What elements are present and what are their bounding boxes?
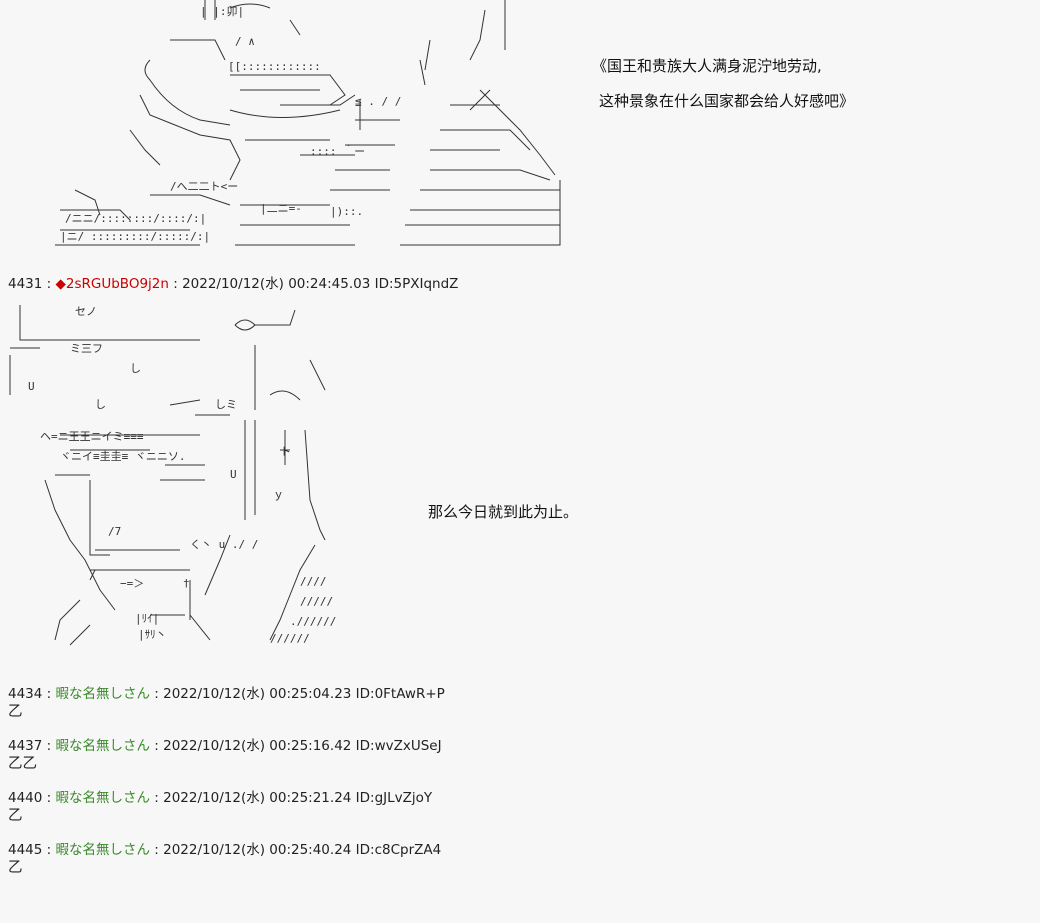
reply-number[interactable]: 4440	[8, 790, 43, 806]
svg-text:U: U	[230, 468, 237, 481]
reply-name: 暇な名無しさん	[55, 790, 151, 806]
svg-text:しミ: しミ	[215, 398, 237, 411]
reply-header: 4434 : 暇な名無しさん : 2022/10/12(水) 00:25:04.…	[8, 686, 445, 702]
svg-text:ミ三フ: ミ三フ	[70, 342, 103, 355]
svg-text://///: /////	[300, 595, 333, 608]
svg-text:ヘ=ニ王王ニイミ≡≡≡: ヘ=ニ王王ニイミ≡≡≡	[40, 430, 144, 443]
svg-text:/ ∧: / ∧	[235, 35, 255, 48]
main-post-header: 4431 : ◆2sRGUbBO9j2n : 2022/10/12(水) 00:…	[8, 272, 458, 292]
reply-name: 暇な名無しさん	[55, 738, 151, 754]
svg-text:|ニ/ :::::::::/:::::/:|: |ニ/ :::::::::/:::::/:|	[60, 230, 210, 243]
top-caption-line2: 这种景象在什么国家都会给人好感吧》	[599, 92, 855, 110]
reply-4437: 4437 : 暇な名無しさん : 2022/10/12(水) 00:25:16.…	[0, 734, 600, 786]
svg-text:ト: ト	[280, 445, 291, 458]
reply-body: 乙乙	[8, 756, 37, 772]
svg-text:ヾニイ≡圭圭≡ ヾニニソ.: ヾニイ≡圭圭≡ ヾニニソ.	[60, 450, 186, 463]
svg-text:/へ二二ト<ー: /へ二二ト<ー	[170, 180, 238, 193]
reply-4440: 4440 : 暇な名無しさん : 2022/10/12(水) 00:25:21.…	[0, 786, 600, 838]
reply-4434: 4434 : 暇な名無しさん : 2022/10/12(水) 00:25:04.…	[0, 682, 600, 734]
svg-text:し: し	[130, 362, 141, 375]
svg-text:U: U	[28, 380, 35, 393]
reply-meta: : 2022/10/12(水) 00:25:04.23 ID:0FtAwR+P	[150, 686, 445, 702]
reply-body: 乙	[8, 704, 23, 720]
reply-4445: 4445 : 暇な名無しさん : 2022/10/12(水) 00:25:40.…	[0, 838, 600, 890]
ascii-art-king-and-nobles: | |:卯| / ∧ [[:::::::::::: ≦ . / / /へ二二ト<…	[0, 0, 580, 260]
svg-text:|二ニ=-: |二ニ=-	[260, 202, 302, 215]
reply-name: 暇な名無しさん	[55, 686, 151, 702]
reply-number[interactable]: 4437	[8, 738, 43, 754]
svg-text:/ニニ/::::::::/::::/:|: /ニニ/::::::::/::::/:|	[65, 212, 206, 225]
svg-text:く丶 u ./ /: く丶 u ./ /	[190, 538, 258, 551]
svg-text:/7: /7	[108, 525, 121, 538]
reply-body: 乙	[8, 860, 23, 876]
svg-text:ｙ: ｙ	[273, 488, 284, 501]
reply-header: 4440 : 暇な名無しさん : 2022/10/12(水) 00:25:21.…	[8, 790, 433, 806]
reply-header: 4445 : 暇な名無しさん : 2022/10/12(水) 00:25:40.…	[8, 842, 442, 858]
reply-header: 4437 : 暇な名無しさん : 2022/10/12(水) 00:25:16.…	[8, 738, 442, 754]
svg-text:////: ////	[300, 575, 327, 588]
reply-number[interactable]: 4434	[8, 686, 43, 702]
reply-name: 暇な名無しさん	[55, 842, 151, 858]
svg-text:†: †	[183, 577, 190, 590]
reply-meta: : 2022/10/12(水) 00:25:21.24 ID:gJLvZjoY	[150, 790, 433, 806]
ascii-art-character: セノ ミ三フ し U し ヘ=ニ王王ニイミ≡≡≡ ヾニイ≡圭圭≡ ヾニニソ. し…	[0, 300, 340, 650]
reply-meta: : 2022/10/12(水) 00:25:16.42 ID:wvZxUSeJ	[150, 738, 442, 754]
svg-text:|)::.: |)::.	[330, 205, 363, 218]
post-trip: ◆2sRGUbBO9j2n	[55, 276, 169, 292]
reply-body: 乙	[8, 808, 23, 824]
svg-text:.//////: .//////	[290, 615, 336, 628]
reply-meta: : 2022/10/12(水) 00:25:40.24 ID:c8CprZA4	[150, 842, 442, 858]
svg-text:|ﾘｲ|: |ﾘｲ|	[135, 612, 159, 625]
post-meta: : 2022/10/12(水) 00:24:45.03 ID:5PXIqndZ	[168, 276, 459, 292]
svg-text:[[::::::::::::: [[::::::::::::	[228, 60, 321, 73]
svg-text:≦ . / /: ≦ . / /	[355, 95, 401, 108]
svg-text:|ｻﾘ丶: |ｻﾘ丶	[138, 628, 167, 641]
main-post-caption: 那么今日就到此为止。	[428, 503, 579, 521]
post-separator: :	[42, 276, 56, 292]
svg-text://////: //////	[270, 632, 310, 645]
svg-text::::: ｀ー: :::: ｀ー	[310, 143, 365, 158]
svg-text:−=＞: −=＞	[120, 577, 144, 590]
reply-number[interactable]: 4445	[8, 842, 43, 858]
post-number[interactable]: 4431	[8, 276, 43, 292]
svg-text:| |:卯|: | |:卯|	[200, 5, 244, 18]
top-caption-line1: 《国王和贵族大人满身泥泞地劳动,	[592, 57, 822, 75]
svg-text:セノ: セノ	[75, 305, 97, 318]
svg-text:し: し	[95, 398, 106, 411]
